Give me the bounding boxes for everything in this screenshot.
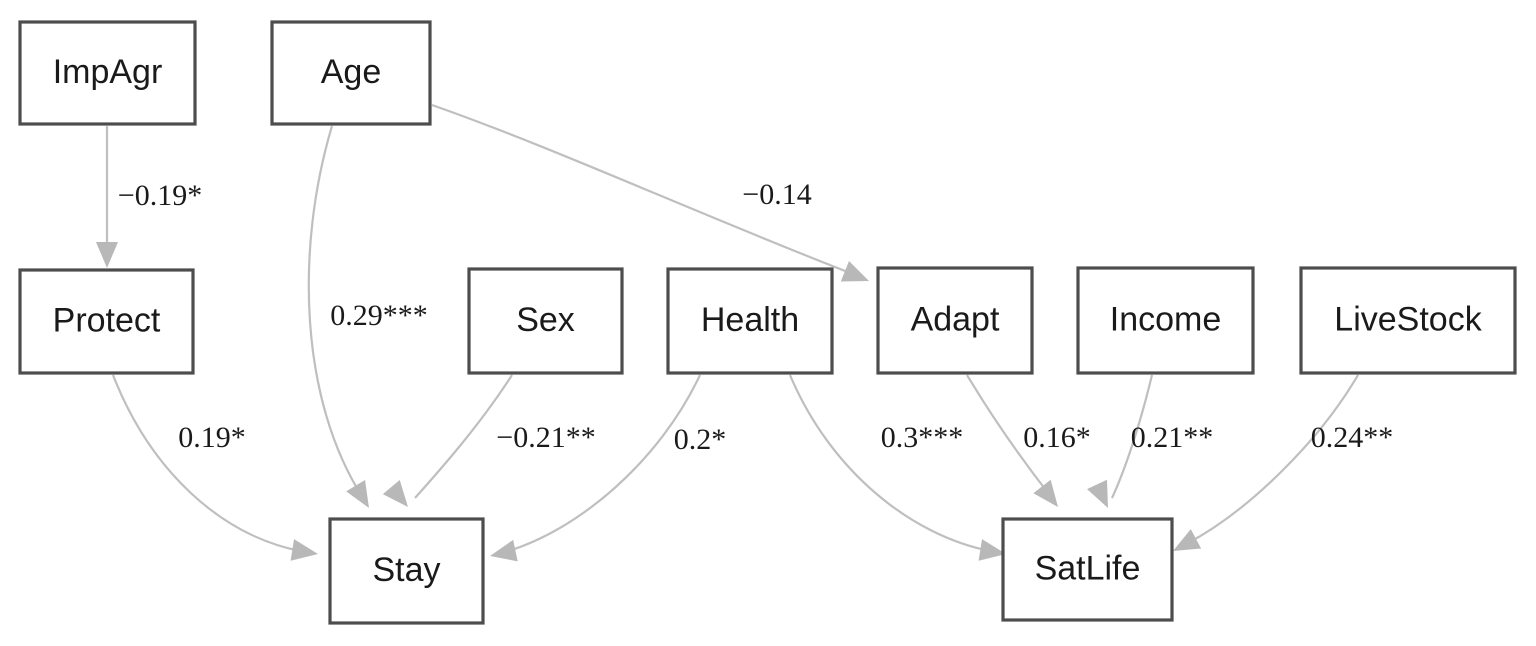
edge-label-age-adapt: −0.14: [742, 178, 811, 211]
edge-label-impagr-protect: −0.19*: [118, 179, 202, 212]
node-stay[interactable]: Stay: [328, 517, 485, 625]
node-income[interactable]: Income: [1076, 266, 1255, 375]
arrowhead-age-stay: [346, 480, 369, 508]
node-box-impagr[interactable]: [18, 20, 197, 126]
node-box-sex[interactable]: [467, 267, 624, 375]
node-label-protect: Protect: [53, 301, 161, 339]
arrowhead-livestock-satlife: [1173, 529, 1202, 551]
node-label-stay: Stay: [372, 551, 440, 589]
arrowhead-health-stay: [490, 539, 518, 562]
node-sex[interactable]: Sex: [467, 267, 624, 375]
node-label-health: Health: [701, 301, 799, 339]
edge-labels-layer: −0.19* −0.14 0.29*** 0.19* −0.21** 0.2* 0.3***…: [118, 178, 1393, 456]
edge-income-satlife: [1111, 374, 1154, 499]
node-label-sex: Sex: [516, 301, 575, 339]
arrowhead-age-adapt: [840, 261, 869, 282]
node-age[interactable]: Age: [270, 20, 432, 126]
edges-layer: [105, 103, 1359, 554]
arrowhead-sex-stay: [382, 480, 408, 507]
edge-label-health-stay: 0.2*: [674, 423, 727, 456]
node-label-livestock: LiveStock: [1334, 300, 1482, 338]
edge-label-protect-stay: 0.19*: [178, 421, 246, 454]
node-label-adapt: Adapt: [911, 300, 1000, 338]
node-label-impagr: ImpAgr: [53, 53, 163, 91]
node-adapt[interactable]: Adapt: [876, 266, 1034, 375]
edge-health-stay: [504, 374, 701, 554]
node-box-stay[interactable]: [328, 517, 485, 625]
arrowheads-layer: [96, 242, 1202, 562]
arrowhead-income-satlife: [1087, 479, 1108, 508]
edge-label-livestock-satlife: 0.24**: [1311, 421, 1394, 454]
node-livestock[interactable]: LiveStock: [1299, 266, 1517, 375]
arrowhead-health-satlife: [978, 539, 1006, 561]
edge-health-satlife: [788, 374, 991, 553]
node-impagr[interactable]: ImpAgr: [18, 20, 197, 126]
edge-livestock-satlife: [1187, 374, 1359, 544]
node-protect[interactable]: Protect: [18, 268, 195, 375]
edge-label-health-satlife: 0.3***: [881, 421, 964, 454]
edge-label-sex-stay: −0.21**: [496, 421, 595, 454]
node-box-health[interactable]: [666, 267, 834, 375]
edge-label-income-satlife: 0.21**: [1131, 421, 1214, 454]
arrowhead-adapt-satlife: [1033, 479, 1058, 507]
node-box-adapt[interactable]: [876, 266, 1034, 375]
edge-sex-stay: [414, 374, 513, 499]
arrowhead-protect-stay: [290, 539, 318, 561]
node-label-income: Income: [1110, 300, 1222, 338]
node-box-protect[interactable]: [18, 268, 195, 375]
node-label-age: Age: [321, 53, 382, 91]
node-box-satlife[interactable]: [1001, 517, 1174, 622]
node-label-satlife: SatLife: [1035, 549, 1141, 587]
node-box-age[interactable]: [270, 20, 432, 126]
arrowhead-impagr-protect: [96, 242, 118, 268]
edge-label-adapt-satlife: 0.16*: [1023, 421, 1091, 454]
edge-protect-stay: [111, 374, 301, 553]
edge-age-adapt: [431, 103, 859, 278]
edge-age-stay: [307, 125, 364, 499]
node-satlife[interactable]: SatLife: [1001, 517, 1174, 622]
edge-label-age-stay: 0.29***: [330, 299, 428, 332]
node-box-income[interactable]: [1076, 266, 1255, 375]
node-box-livestock[interactable]: [1299, 266, 1517, 375]
node-health[interactable]: Health: [666, 267, 834, 375]
